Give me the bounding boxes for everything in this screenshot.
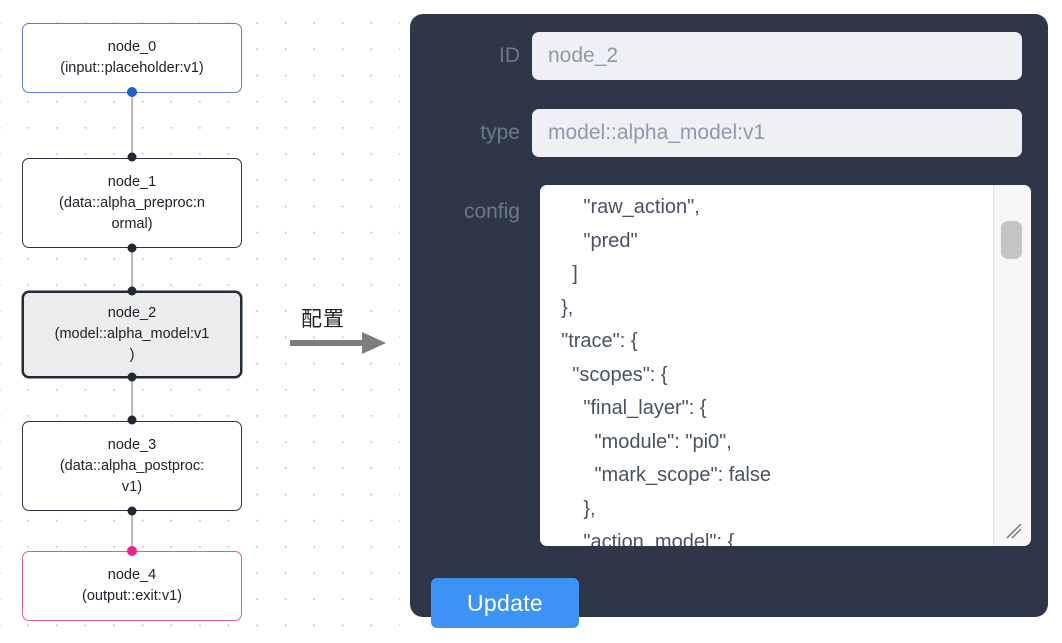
graph-node-node_4[interactable]: node_4 (output::exit:v1) xyxy=(22,551,242,621)
node-title: node_1 xyxy=(107,173,157,190)
node-handle-source-node_0[interactable] xyxy=(127,87,137,97)
config-textarea-clip: "raw_action", "pred" ] }, "trace": { "sc… xyxy=(540,185,1030,546)
node-subtitle-cont: ) xyxy=(129,347,135,363)
graph-node-node_1[interactable]: node_1 (data::alpha_preproc:n ormal) xyxy=(22,158,242,248)
type-field-label: type xyxy=(480,121,520,144)
graph-node-node_0[interactable]: node_0 (input::placeholder:v1) xyxy=(22,23,242,93)
field-row-config: config xyxy=(410,192,1030,232)
node-handle-source-node_2[interactable] xyxy=(127,372,137,382)
node-subtitle: (data::alpha_postproc: xyxy=(59,457,205,474)
node-handle-target-node_3[interactable] xyxy=(127,415,137,425)
graph-canvas[interactable]: node_0 (input::placeholder:v1) node_1 (d… xyxy=(0,0,400,643)
field-row-id: ID node_2 xyxy=(410,32,1030,80)
id-field-label: ID xyxy=(499,44,520,67)
node-title: node_0 xyxy=(107,39,157,55)
node-title: node_4 xyxy=(107,567,157,583)
node-title: node_3 xyxy=(107,436,157,453)
edge-2-3 xyxy=(131,376,133,418)
right-arrow-icon xyxy=(290,330,390,361)
resize-grip-icon[interactable] xyxy=(1004,521,1024,541)
config-textarea[interactable]: "raw_action", "pred" ] }, "trace": { "sc… xyxy=(540,185,998,546)
edge-3-4 xyxy=(131,512,133,550)
type-input[interactable]: model::alpha_model:v1 xyxy=(532,109,1022,157)
id-input[interactable]: node_2 xyxy=(532,32,1022,80)
config-scrollbar-thumb[interactable] xyxy=(1001,221,1022,259)
transition-label: 配置 xyxy=(301,307,345,331)
field-row-type: type model::alpha_model:v1 xyxy=(410,109,1030,157)
node-subtitle-cont: ormal) xyxy=(111,215,153,232)
node-subtitle: (data::alpha_preproc:n xyxy=(59,194,205,211)
edge-0-1 xyxy=(131,90,133,158)
node-handle-source-node_1[interactable] xyxy=(127,243,137,253)
update-button[interactable]: Update xyxy=(431,578,579,628)
node-subtitle: (input::placeholder:v1) xyxy=(60,60,204,76)
node-handle-source-node_3[interactable] xyxy=(127,506,137,516)
graph-node-node_2[interactable]: node_2 (model::alpha_model:v1 ) xyxy=(22,291,242,378)
node-handle-target-node_4[interactable] xyxy=(127,546,137,556)
edge-1-2 xyxy=(131,248,133,292)
node-title: node_2 xyxy=(107,305,157,321)
node-config-panel: ID node_2 type model::alpha_model:v1 con… xyxy=(410,14,1048,628)
graph-node-node_3[interactable]: node_3 (data::alpha_postproc: v1) xyxy=(22,421,242,511)
node-subtitle: (output::exit:v1) xyxy=(82,588,182,604)
node-handle-target-node_1[interactable] xyxy=(127,152,137,162)
config-field-label: config xyxy=(463,200,520,223)
node-subtitle: (model::alpha_model:v1 xyxy=(54,326,210,342)
node-subtitle-cont: v1) xyxy=(121,478,143,495)
node-handle-target-node_2[interactable] xyxy=(127,286,137,296)
config-textarea-wrapper: "raw_action", "pred" ] }, "trace": { "sc… xyxy=(540,185,1031,546)
